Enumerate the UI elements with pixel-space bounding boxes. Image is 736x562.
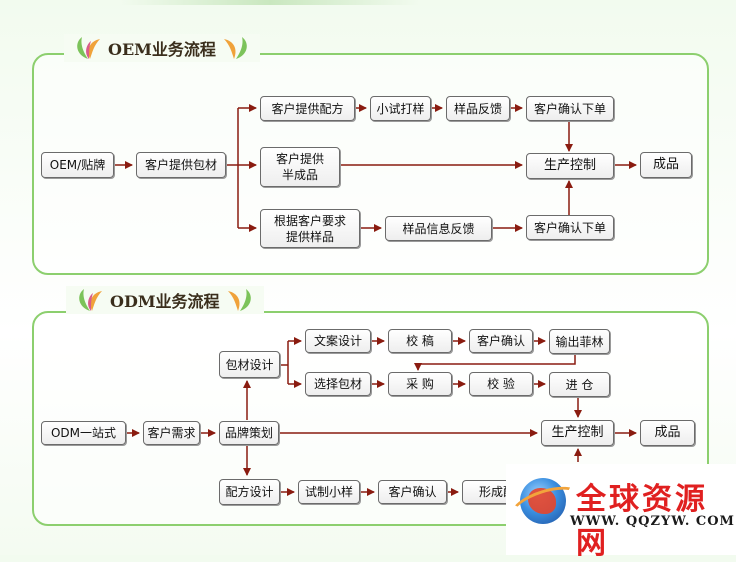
finished-node: 成品 [640, 420, 695, 446]
copy-design-node: 文案设计 [305, 329, 371, 353]
custom-sample-node: 根据客户要求 提供样品 [260, 209, 360, 248]
production-control-node: 生产控制 [541, 420, 614, 446]
leaf-icon [77, 37, 100, 59]
leaf-icon [223, 37, 247, 59]
globe-icon [520, 478, 566, 524]
provide-material-node: 客户提供包材 [136, 152, 226, 178]
watermark-url: WWW. QQZYW. COM [570, 514, 735, 529]
oem-title-text: OEM业务流程 [108, 40, 216, 59]
leaf-icon [79, 289, 102, 311]
odm-title-text: ODM业务流程 [110, 292, 220, 311]
customer-needs-node: 客户需求 [143, 421, 200, 445]
oem-start-node: OEM/贴牌 [41, 152, 114, 178]
top-decoration [120, 0, 420, 5]
packaging-design-node: 包材设计 [219, 351, 280, 378]
proofread-node: 校 稿 [388, 329, 452, 353]
formula-design-node: 配方设计 [219, 479, 280, 505]
confirm-order-node: 客户确认下单 [526, 96, 614, 121]
odm-start-node: ODM一站式 [41, 421, 126, 445]
watermark-logo: 全球资源网 WWW. QQZYW. COM [506, 464, 736, 561]
customer-confirm-node: 客户确认 [469, 329, 533, 353]
oem-section-title: OEM业务流程 [64, 34, 260, 62]
leaf-icon [227, 289, 251, 311]
inspection-node: 校 验 [469, 372, 533, 396]
select-packaging-node: 选择包材 [305, 372, 371, 396]
trial-sample-node: 小试打样 [370, 96, 431, 121]
output-film-node: 输出菲林 [549, 329, 610, 354]
trial-sample-node: 试制小样 [298, 480, 360, 504]
provide-formula-node: 客户提供配方 [260, 96, 355, 121]
connector-arrow [414, 354, 576, 371]
production-control-node: 生产控制 [526, 153, 614, 179]
sample-info-feedback-node: 样品信息反馈 [385, 216, 492, 241]
customer-confirm-node: 客户确认 [378, 480, 447, 504]
confirm-order-node: 客户确认下单 [526, 215, 614, 240]
warehouse-node: 进 仓 [549, 372, 610, 397]
semi-finished-node: 客户提供 半成品 [260, 147, 340, 187]
brand-planning-node: 品牌策划 [219, 421, 279, 445]
purchase-node: 采 购 [388, 372, 452, 396]
watermark-name: 全球资源网 [576, 482, 708, 561]
odm-section-title: ODM业务流程 [66, 286, 264, 314]
finished-node: 成品 [640, 152, 692, 178]
sample-feedback-node: 样品反馈 [446, 96, 510, 121]
